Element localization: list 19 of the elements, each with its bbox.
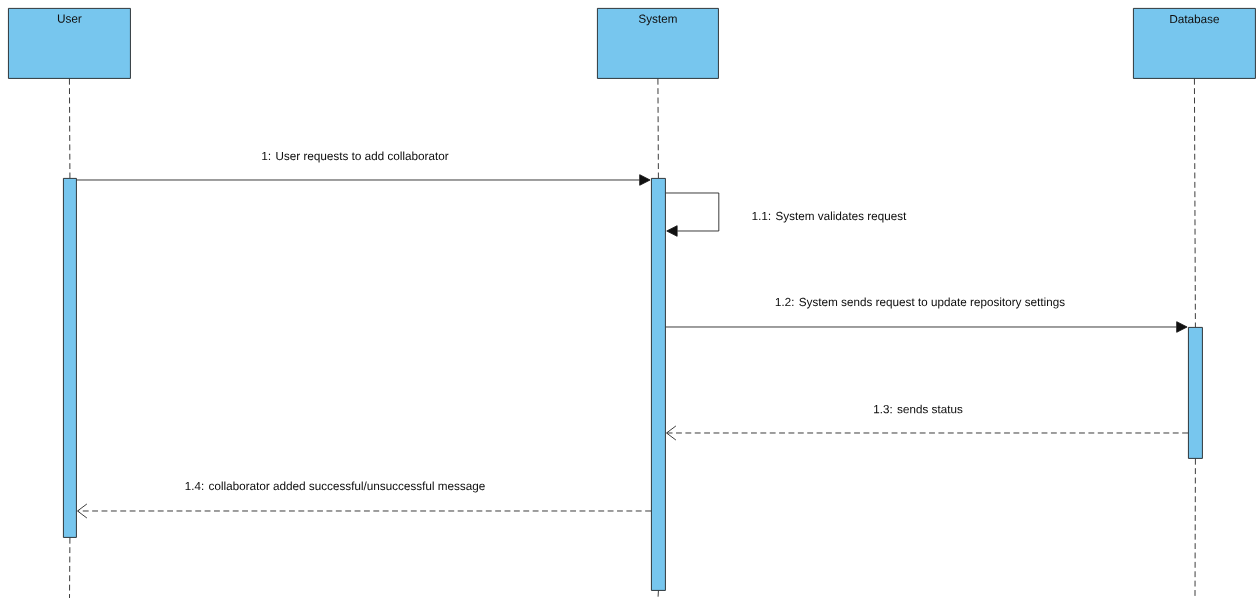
message-arrow: [76, 174, 651, 186]
edge-label: 1.3: sends status: [872, 403, 964, 415]
activation-bar: [63, 178, 77, 538]
lifeline: [657, 78, 659, 179]
message-arrow: [665, 321, 1188, 333]
lifeline: [69, 78, 71, 179]
activation-bar: [1188, 327, 1203, 459]
edge-label: 1.2: System sends request to update repository settings: [773, 296, 1067, 310]
edge-label: 1.4: collaborator added successful/unsuccessful message: [183, 480, 487, 494]
lifeline: [1194, 78, 1196, 328]
lifeline-header: System: [597, 8, 719, 79]
lifeline-header: Database: [1133, 8, 1256, 79]
lifeline-header: User: [8, 8, 131, 79]
self-message-arrow: [665, 192, 720, 237]
activation-bar: [651, 178, 666, 591]
edge-label: 1: User requests to add collaborator: [260, 150, 450, 164]
return-message-arrow: [666, 425, 1189, 441]
edge-label: 1.1: System validates request: [750, 210, 908, 224]
return-message-arrow: [77, 503, 652, 519]
